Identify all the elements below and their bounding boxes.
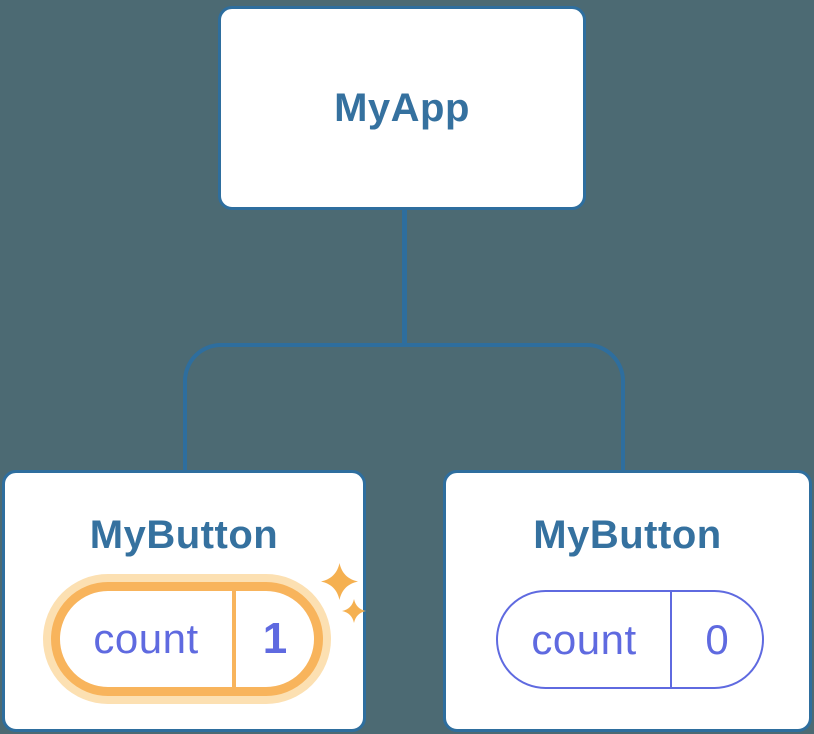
connector-bracket: [183, 343, 625, 470]
state-key-label: count: [531, 615, 637, 663]
component-node-button-2: MyButton count 0: [443, 470, 812, 732]
button-2-label: MyButton: [533, 513, 722, 557]
sparkle-large-icon: [321, 563, 358, 600]
root-node-label: MyApp: [334, 86, 470, 130]
connector-stem: [402, 208, 407, 345]
state-pill-highlighted: count 1: [51, 582, 323, 696]
state-key-label: count: [93, 615, 199, 662]
button-1-label: MyButton: [89, 513, 279, 557]
pill-divider: [670, 592, 672, 687]
state-pill: count 0: [496, 590, 764, 689]
component-node-root: MyApp: [218, 6, 586, 210]
sparkle-small-icon: [342, 599, 366, 623]
component-node-button-1: MyButton count 1: [2, 470, 366, 732]
pill-divider: [232, 591, 236, 687]
state-value: 1: [262, 614, 288, 663]
state-value: 0: [705, 615, 729, 663]
